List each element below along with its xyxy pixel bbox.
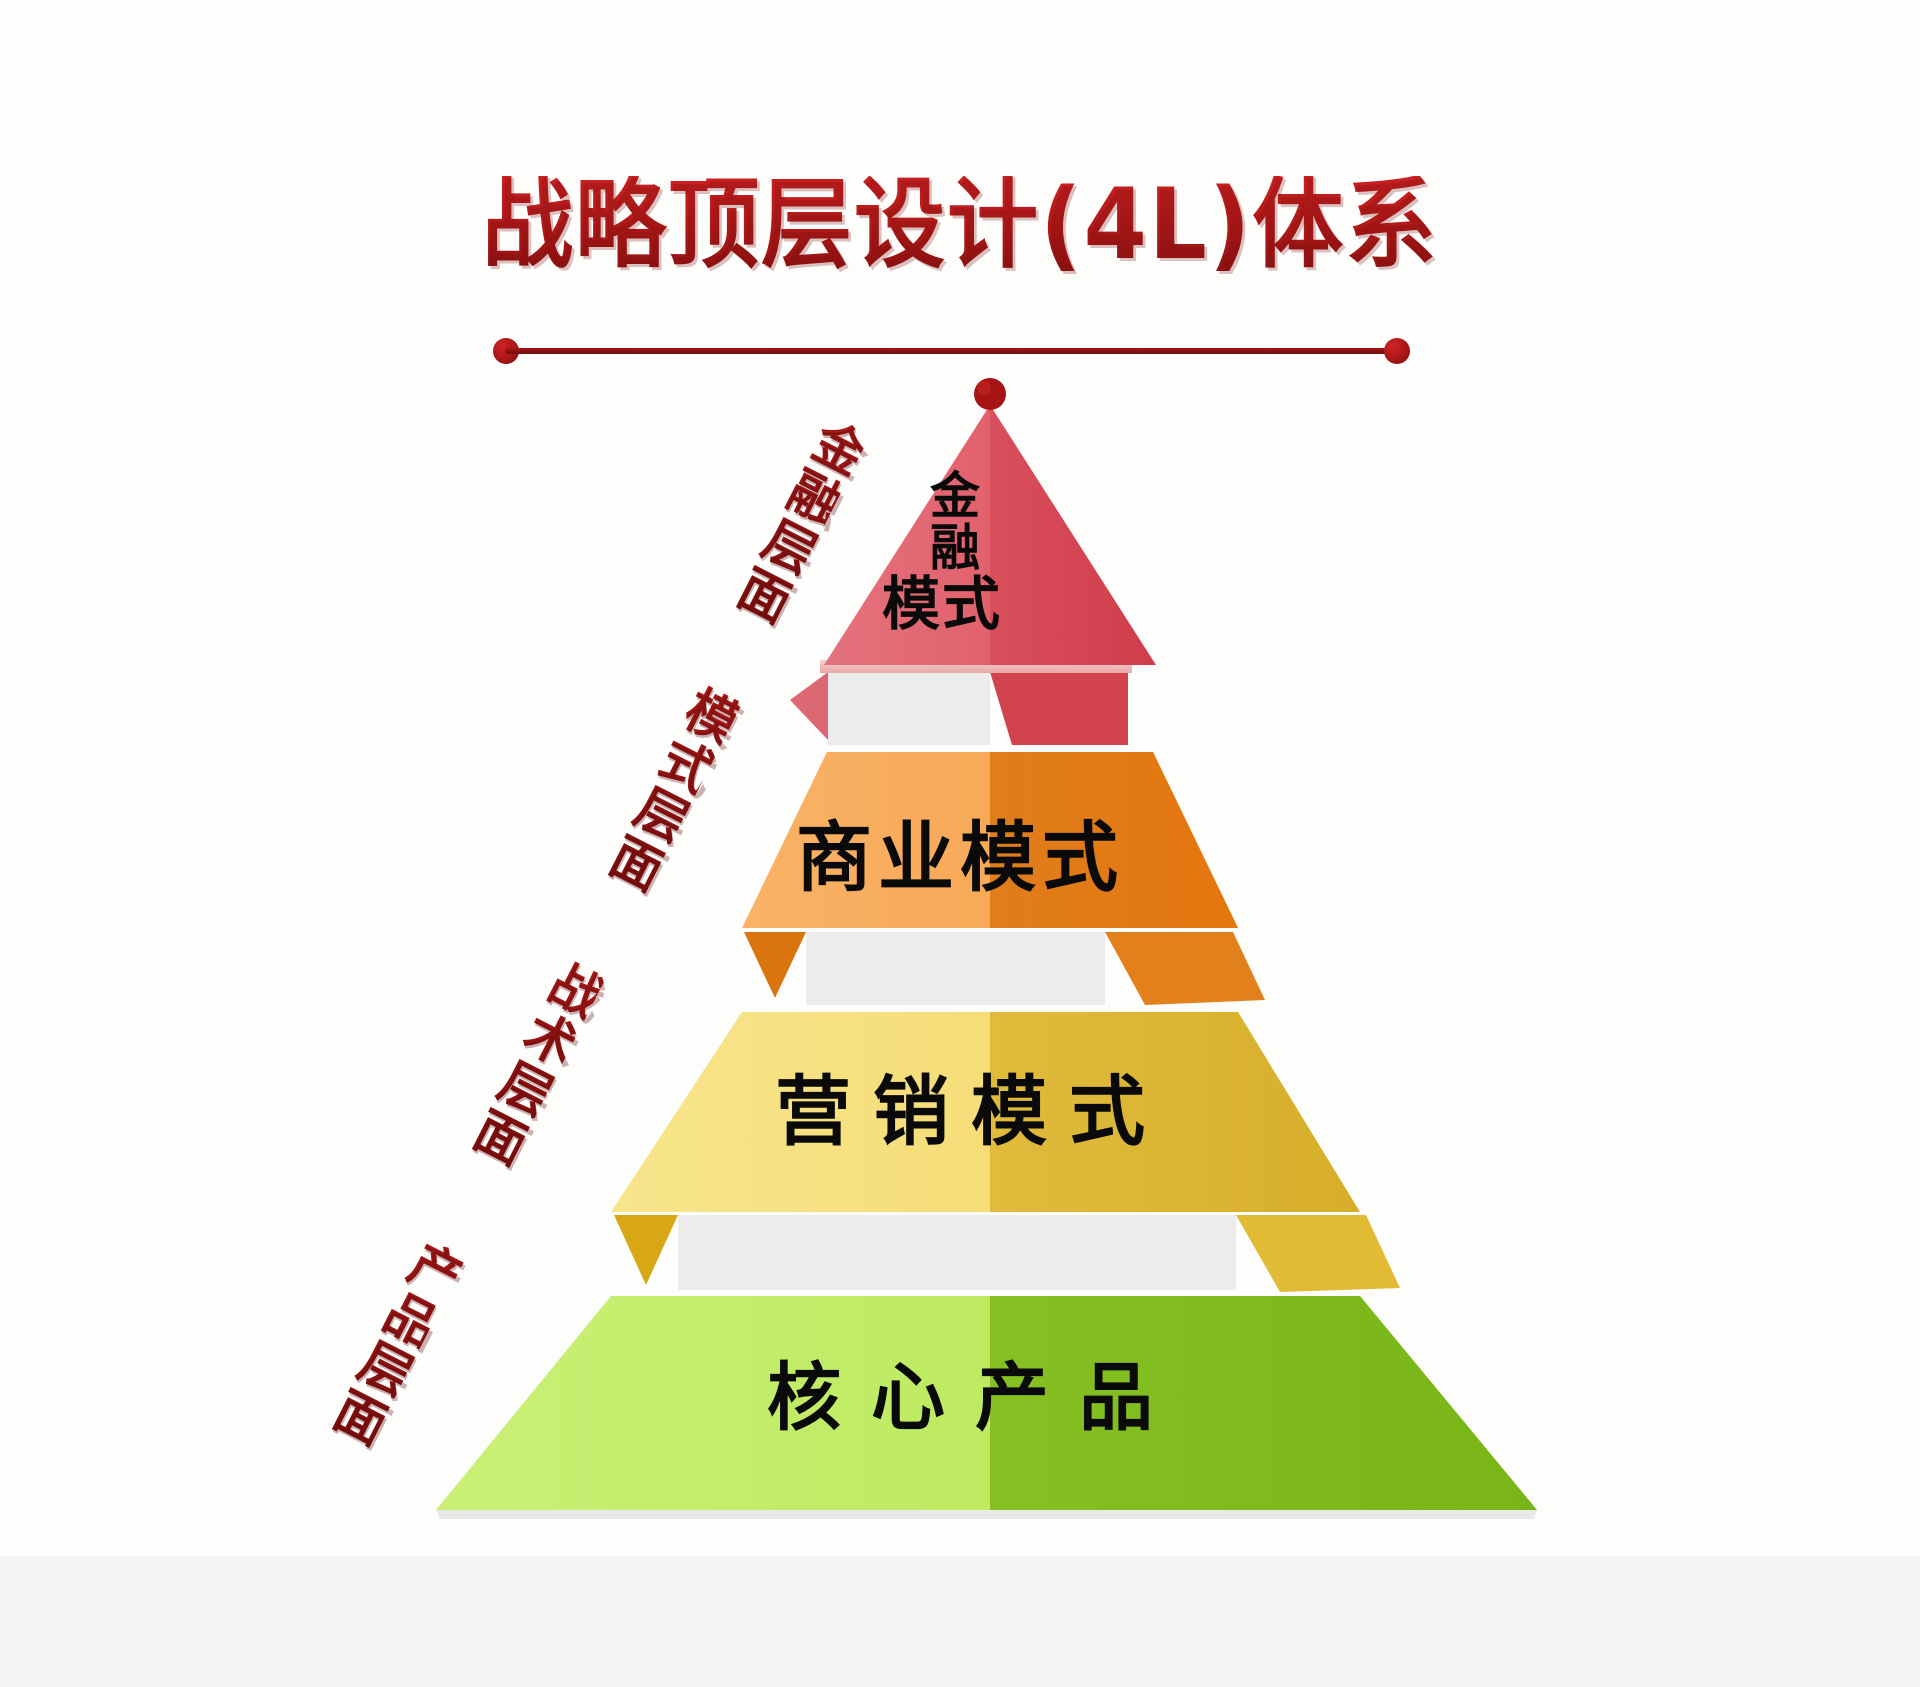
title-underline-rule xyxy=(0,335,1920,365)
rule-line xyxy=(505,348,1395,354)
tier-label-business: 商业模式 xyxy=(796,813,1124,902)
pyramid-tier-product xyxy=(436,1296,1537,1519)
pyramid-tier-business xyxy=(742,752,1265,1005)
bottom-band xyxy=(0,1556,1920,1687)
tier-label-marketing: 营销模式 xyxy=(775,1067,1167,1156)
page-title: 战略顶层设计(4L)体系 xyxy=(481,168,1439,282)
tier-label-financial-line1: 金 xyxy=(930,467,980,525)
rule-dot-right-icon xyxy=(1384,338,1410,364)
page-title-block: 战略顶层设计(4L)体系 xyxy=(0,168,1920,282)
tier-label-financial: 金 融 模式 xyxy=(882,467,1020,634)
pyramid-tier-financial xyxy=(790,405,1156,745)
pyramid-diagram xyxy=(436,378,1537,1519)
tier-label-financial-line2: 融 xyxy=(930,519,980,577)
tier-label-product: 核心产品 xyxy=(767,1355,1183,1441)
apex-dot-icon xyxy=(974,378,1006,410)
pyramid-tier-marketing xyxy=(611,1012,1400,1292)
tier-label-financial-line3: 模式 xyxy=(881,570,1002,638)
